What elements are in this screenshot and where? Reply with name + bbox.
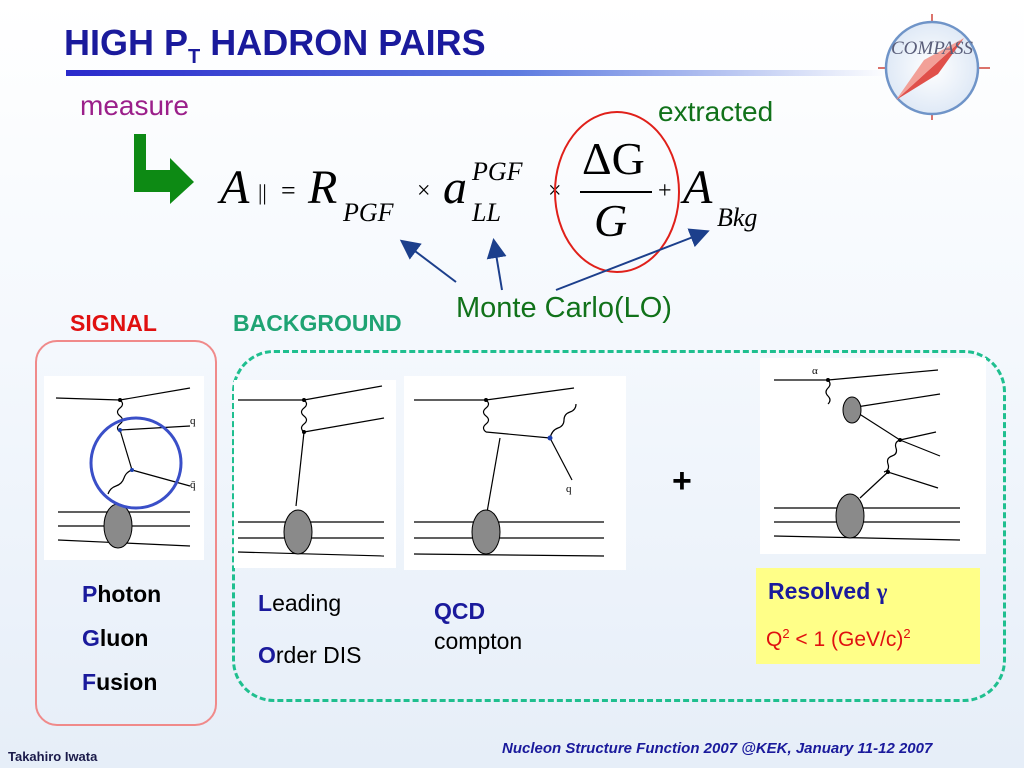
pgf-rest-gluon: luon (99, 625, 149, 651)
formula-fraction-bar (580, 191, 652, 193)
pgf-qbar-label: q̄ (190, 479, 196, 491)
formula-fraction-numerator: ΔG (582, 133, 645, 184)
bent-arrow-icon (134, 134, 194, 204)
pgf-cap-p: P (82, 581, 98, 607)
pgf-diagram-panel: q q̄ (44, 376, 204, 560)
resolved-q: Q (766, 628, 783, 651)
pgf-line-fusion: Fusion (82, 660, 161, 704)
lodis-nucleon-blob (283, 509, 313, 555)
title-underline (66, 70, 886, 76)
plus-sign: + (672, 462, 692, 500)
resolved-gamma: γ (876, 579, 888, 604)
lodis-cap-o: O (258, 642, 276, 668)
resolved-unit-exp: 2 (903, 626, 911, 641)
title-subscript: T (188, 46, 201, 68)
resolved-title-text: Resolved (768, 578, 877, 604)
resolved-q2-condition: Q2 < 1 (GeV/c)2 (766, 626, 911, 652)
lodis-rest-order: rder DIS (275, 642, 362, 668)
signal-header: SIGNAL (70, 310, 157, 336)
resolved-q-exp: 2 (782, 626, 790, 641)
lodis-label: Leading Order DIS (258, 582, 362, 676)
compass-logo: COMPASS (878, 14, 990, 120)
pgf-line-photon: Photon (82, 572, 161, 616)
background-header: BACKGROUND (233, 310, 402, 336)
lodis-cap-l: L (258, 590, 273, 616)
resolved-photon-blob (842, 396, 862, 424)
formula-a-sup: PGF (472, 157, 523, 186)
asymmetry-formula: A || = R PGF × a PGF LL × ΔG G + A Bkg (0, 0, 1024, 300)
slide-title: HIGH PT HADRON PAIRS (64, 22, 486, 69)
formula-A: A (220, 161, 250, 214)
lodis-feynman-diagram (237, 385, 385, 557)
formula-A-sub: || (258, 180, 267, 205)
resolved-box (756, 568, 980, 664)
logo-text: COMPASS (891, 38, 973, 59)
qcd-line: QCD (434, 598, 486, 624)
compton-nucleon-blob (471, 509, 501, 555)
formula-fraction-denominator: G (594, 195, 628, 246)
lodis-line-leading: Leading (258, 582, 362, 624)
measure-label: measure (80, 90, 189, 121)
footer-author: Takahiro Iwata (8, 749, 98, 764)
pgf-cap-f: F (82, 669, 97, 695)
resolved-diagram-panel: α (760, 358, 986, 554)
pgf-highlight-circle (89, 416, 183, 510)
formula-a-sub: LL (472, 198, 501, 227)
extracted-label: extracted (658, 96, 774, 127)
logo-needle-light (896, 38, 964, 100)
formula-R-sub: PGF (343, 198, 394, 227)
lodis-rest-leading: eading (272, 590, 342, 616)
compton-diagram-panel: q (404, 376, 626, 570)
formula-equals: = (281, 176, 296, 205)
pgf-rest-fusion: usion (96, 669, 158, 695)
pgf-nucleon-blob (103, 503, 133, 549)
formula-A-bkg: A (683, 161, 713, 214)
formula-plus: + (658, 178, 672, 204)
mc-arrow-R (399, 239, 457, 283)
resolved-feynman-diagram: α (773, 365, 961, 541)
formula-a: a (443, 161, 467, 214)
resolved-alpha-label: α (812, 365, 818, 377)
lodis-diagram-panel (234, 380, 396, 568)
resolved-nucleon-blob (835, 493, 865, 539)
compton-q-label: q (566, 483, 572, 495)
footer-conference: Nucleon Structure Function 2007 @KEK, Ja… (502, 740, 933, 757)
formula-annotations (399, 111, 710, 291)
mc-arrow-a (486, 238, 507, 291)
monte-carlo-label: Monte Carlo(LO) (456, 292, 672, 324)
compton-feynman-diagram: q (413, 387, 605, 557)
background-box (232, 350, 1006, 702)
mc-arrow-bkg (555, 228, 710, 291)
signal-box (35, 340, 217, 726)
pgf-q-label: q (190, 415, 196, 427)
qcd-compton-label: QCD compton (434, 596, 522, 656)
resolved-title: Resolved γ (768, 578, 887, 605)
pgf-cap-g: G (82, 625, 100, 651)
pgf-rest-photon: hoton (97, 581, 162, 607)
pgf-feynman-diagram: q q̄ (55, 387, 196, 549)
resolved-q-rest: < 1 (GeV/c) (789, 628, 904, 651)
title-part-b: HADRON PAIRS (200, 22, 486, 63)
formula-R: R (308, 161, 338, 214)
pgf-line-gluon: Gluon (82, 616, 161, 660)
compton-line: compton (434, 628, 523, 654)
formula-times-1: × (417, 178, 431, 204)
delta-g-circle (554, 111, 680, 273)
lodis-line-order: Order DIS (258, 634, 362, 676)
pgf-label: Photon Gluon Fusion (82, 572, 161, 704)
formula-A-bkg-sub: Bkg (717, 203, 758, 232)
title-part-a: HIGH P (64, 22, 189, 63)
